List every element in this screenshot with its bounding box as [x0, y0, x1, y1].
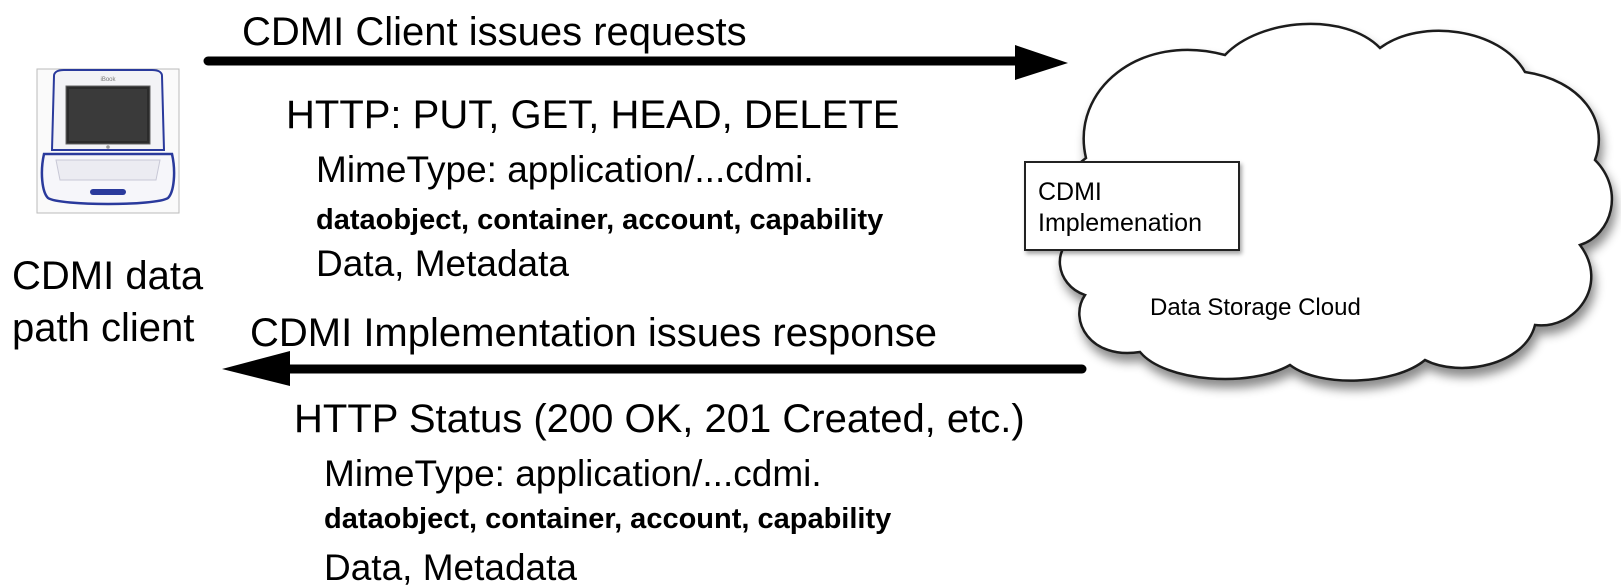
impl-line1: CDMI: [1038, 178, 1102, 206]
cloud-label: Data Storage Cloud: [1150, 294, 1361, 321]
response-mimetype: MimeType: application/...cdmi.: [324, 453, 822, 494]
impl-line2: Implemenation: [1038, 209, 1202, 238]
response-status: HTTP Status (200 OK, 201 Created, etc.): [294, 397, 1025, 441]
request-payload: Data, Metadata: [316, 243, 569, 284]
response-title: CDMI Implementation issues response: [250, 311, 937, 355]
response-arrow: [222, 351, 1087, 386]
response-types: dataobject, container, account, capabili…: [324, 503, 892, 535]
request-types: dataobject, container, account, capabili…: [316, 204, 884, 236]
request-methods: HTTP: PUT, GET, HEAD, DELETE: [286, 93, 900, 137]
cloud-shape: [1058, 22, 1614, 382]
client-label: CDMI data path client: [12, 250, 203, 354]
svg-text:iBook: iBook: [100, 77, 116, 83]
response-payload: Data, Metadata: [324, 547, 577, 588]
request-arrow: [203, 45, 1068, 80]
request-mimetype: MimeType: application/...cdmi.: [316, 149, 814, 190]
cdmi-implementation-box: CDMI Implemenation: [1024, 161, 1240, 251]
request-title: CDMI Client issues requests: [242, 10, 747, 54]
client-label-line1: CDMI data: [12, 254, 204, 298]
laptop-icon: iBook: [36, 68, 180, 214]
client-label-line2: path client: [12, 306, 195, 350]
